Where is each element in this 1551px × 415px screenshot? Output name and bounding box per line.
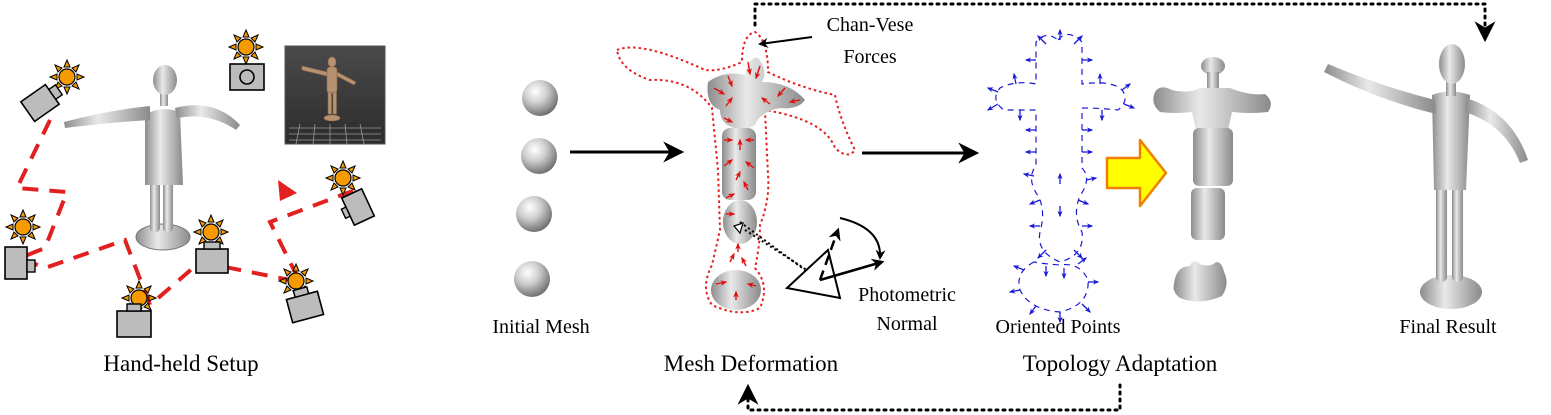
- oriented-points-panel: [986, 28, 1136, 324]
- camera-icon: [19, 83, 64, 123]
- mannequin-figure: [64, 65, 240, 251]
- oriented-points-label: Oriented Points: [995, 316, 1121, 338]
- oriented-contour: [995, 33, 1126, 313]
- oriented-normal-arrows: [986, 28, 1136, 324]
- sun-icon: [325, 160, 361, 196]
- camera-icon: [195, 241, 229, 274]
- sun-icon: [228, 29, 264, 65]
- camera-icon: [4, 246, 36, 280]
- camera-icon: [229, 63, 265, 91]
- sphere-icon: [521, 138, 557, 174]
- sphere-icon: [516, 196, 552, 232]
- photometric-normal-glyph: [739, 217, 886, 300]
- target-silhouette: [615, 30, 857, 314]
- topology-adaptation-label: Topology Adaptation: [1022, 351, 1218, 376]
- mesh-deformation-label: Mesh Deformation: [663, 351, 839, 376]
- chan-vese-label-line1: Chan-Vese: [826, 14, 914, 36]
- final-result-label: Final Result: [1399, 316, 1497, 338]
- hand-held-setup-panel: [4, 29, 386, 338]
- camera-path-arrowhead: [278, 180, 297, 201]
- initial-mesh-label: Initial Mesh: [492, 316, 590, 338]
- deformation-force-arrows: [713, 61, 801, 300]
- input-photo-thumbnail: [284, 45, 386, 145]
- initial-mesh-spheres: [514, 80, 558, 297]
- sun-icon: [5, 209, 41, 245]
- final-result-figure: [1324, 44, 1528, 309]
- camera-icon: [340, 187, 376, 227]
- camera-icon: [285, 285, 325, 324]
- hand-held-setup-label: Hand-held Setup: [103, 351, 259, 376]
- block-arrow-icon: [1105, 138, 1168, 208]
- mesh-deformation-panel: [615, 30, 886, 314]
- camera-path: [13, 119, 356, 309]
- sphere-icon: [522, 80, 558, 116]
- camera-icon: [116, 303, 152, 338]
- feedback-loop-top: [753, 2, 1496, 43]
- photometric-normal-label-line1: Photometric: [858, 284, 956, 306]
- topology-adapted-mesh: [1153, 57, 1271, 302]
- feedback-loop-bottom: [737, 383, 1122, 412]
- chan-vese-label-line2: Forces: [843, 46, 897, 68]
- chan-vese-pointer: [758, 36, 813, 48]
- sphere-icon: [514, 261, 550, 297]
- photometric-normal-label-line2: Normal: [876, 313, 938, 335]
